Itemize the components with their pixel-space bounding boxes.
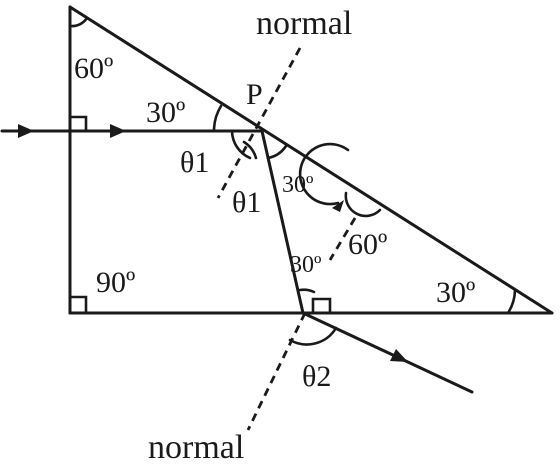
arc-incidence-30 <box>212 104 223 133</box>
right-angle-mark-incidence <box>68 115 88 133</box>
inside-30-label: 30º <box>282 172 314 198</box>
emergent-ray-arrow <box>390 349 408 362</box>
arc-curl-arrow <box>332 200 344 212</box>
base-angle-label: 30º <box>436 276 475 309</box>
normal-line-top <box>216 47 302 199</box>
arc-theta1-a <box>230 129 252 160</box>
theta1-label-b: θ1 <box>232 186 261 219</box>
prism-hypotenuse <box>68 5 554 315</box>
arc-inside-30 <box>266 144 288 160</box>
arc-curl-top <box>298 142 350 206</box>
side-60-label: 60º <box>348 228 387 261</box>
lower-30-label: 30º <box>290 252 322 278</box>
arc-lower-30 <box>298 288 316 294</box>
emergent-ray <box>301 311 474 394</box>
apex-angle-label: 60º <box>74 52 113 85</box>
normal-label-top: normal <box>256 5 352 42</box>
incidence-angle-label: 30º <box>146 96 185 129</box>
incident-ray-arrow-2 <box>110 124 126 138</box>
arc-base-30 <box>506 288 517 315</box>
theta2-label: θ2 <box>302 360 331 393</box>
refracted-ray-inside <box>260 129 305 315</box>
right-angle-mark-base <box>311 297 332 315</box>
point-p-label: P <box>246 78 263 111</box>
normal-line-bottom <box>246 312 307 431</box>
arc-apex-60 <box>68 16 89 28</box>
arc-theta1-b <box>242 140 258 160</box>
normal-label-bottom: normal <box>148 429 244 466</box>
arc-side-60 <box>344 191 382 218</box>
right-angle-mark-corner <box>68 295 88 315</box>
arc-theta2 <box>288 326 338 346</box>
right-angle-label: 90º <box>96 266 135 299</box>
theta1-label-a: θ1 <box>180 146 209 179</box>
incident-ray-arrow-1 <box>18 124 34 138</box>
